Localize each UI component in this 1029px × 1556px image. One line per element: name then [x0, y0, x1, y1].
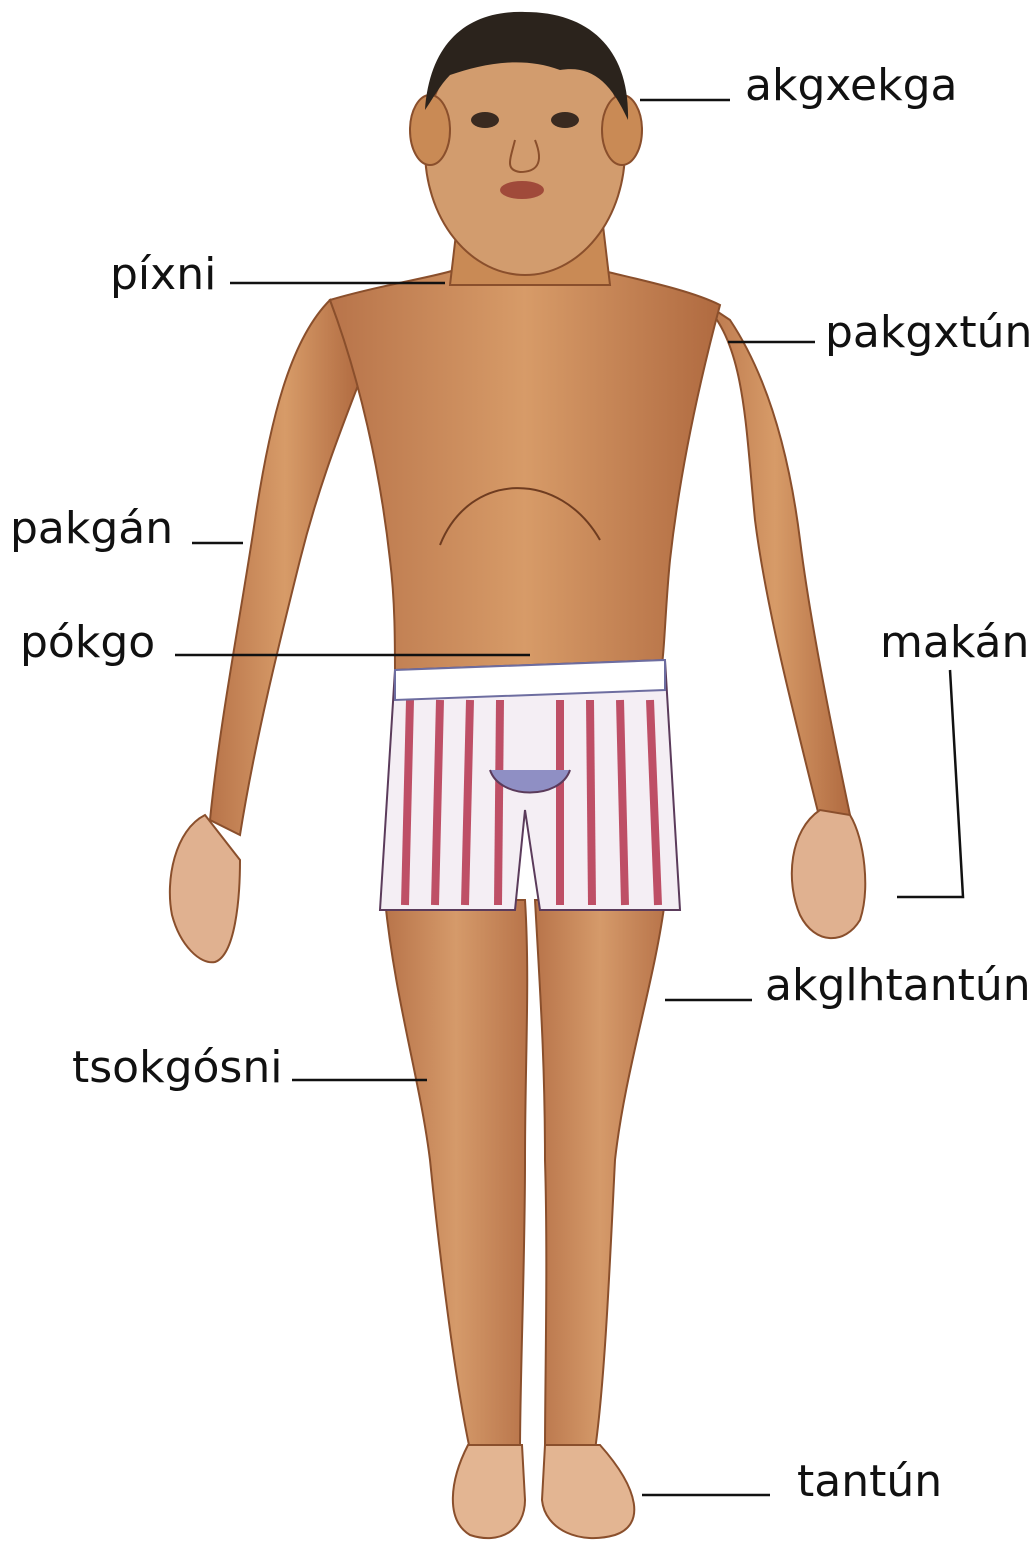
right-arm — [700, 300, 850, 820]
label-shoulder: pakgxtún — [825, 311, 1029, 355]
leader-hand — [897, 670, 963, 897]
right-leg — [535, 900, 665, 1450]
label-foot: tantún — [797, 1460, 942, 1504]
mouth — [500, 181, 544, 199]
label-hand: makán — [880, 621, 1029, 665]
left-foot — [453, 1445, 525, 1538]
label-neck: píxni — [110, 253, 216, 297]
right-hand — [792, 810, 865, 938]
label-head: akgxekga — [745, 64, 958, 108]
torso — [330, 270, 720, 680]
left-leg — [385, 900, 527, 1450]
right-eye — [551, 112, 579, 128]
label-arm: pakgán — [10, 507, 173, 551]
left-arm — [210, 300, 360, 835]
left-hand — [170, 815, 240, 962]
right-foot — [542, 1445, 634, 1538]
label-knee: tsokgósni — [72, 1046, 282, 1090]
label-thigh: akglhtantún — [765, 964, 1029, 1008]
label-belly: pókgo — [20, 621, 155, 665]
left-eye — [471, 112, 499, 128]
left-ear — [410, 95, 450, 165]
